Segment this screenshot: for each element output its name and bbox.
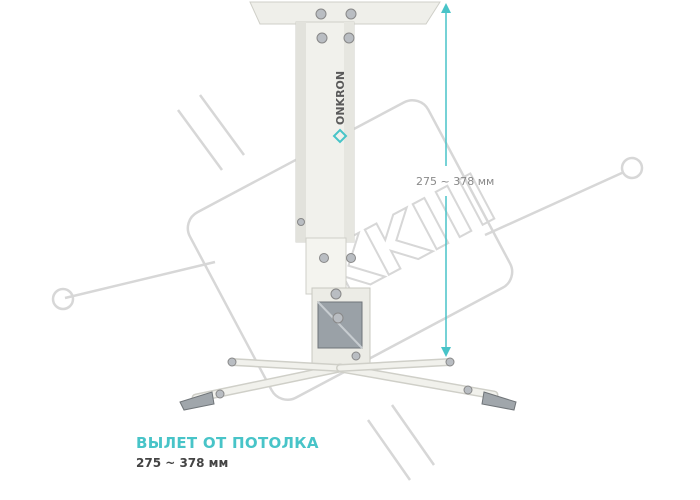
tilt-joint: [311, 287, 371, 367]
ceiling-plate: [249, 1, 441, 25]
inner-tube: [297, 218, 356, 295]
mounting-arms: [179, 357, 517, 411]
caption-value: 275 ~ 378 мм: [136, 456, 229, 470]
onkron-logo: ONKRON: [332, 71, 348, 144]
outer-tube: [295, 21, 355, 243]
height-dimension-arrow: [441, 3, 451, 357]
caption-title: ВЫЛЕТ ОТ ПОТОЛКА: [136, 434, 319, 452]
brand-logo-text: ONKRON: [334, 71, 347, 125]
dimension-label: 275 ~ 378 мм: [416, 175, 495, 188]
